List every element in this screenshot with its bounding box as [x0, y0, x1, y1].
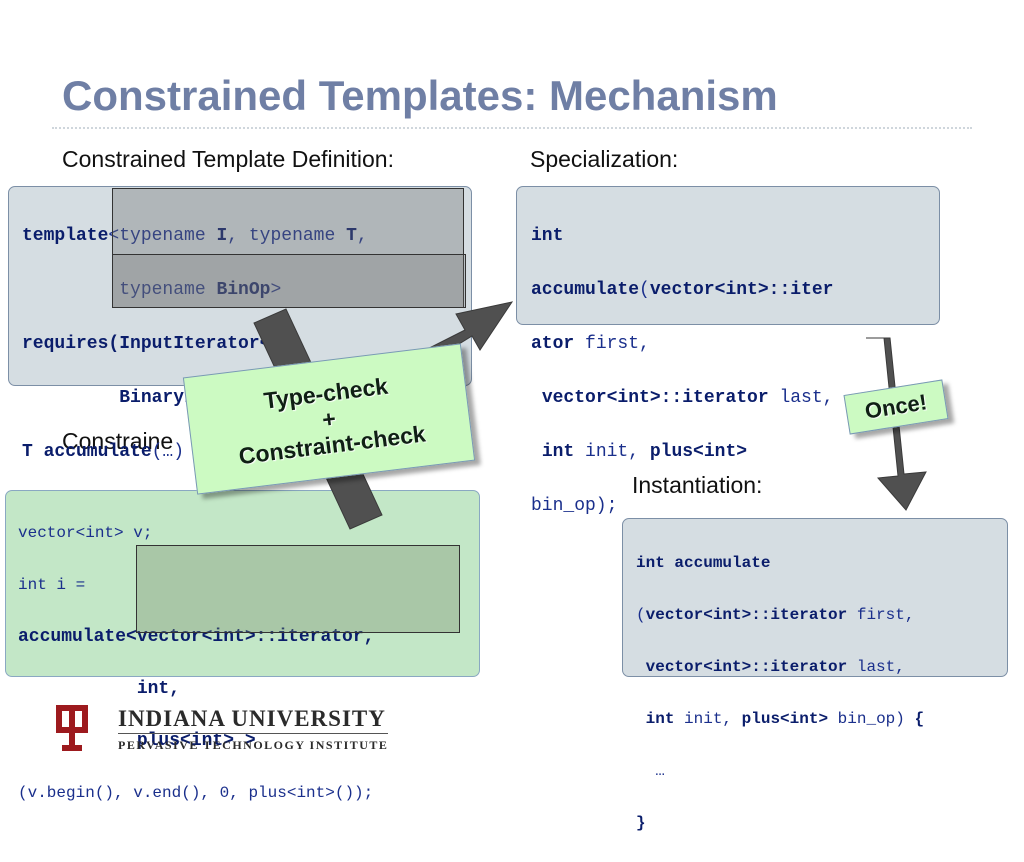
definition-label: Constrained Template Definition: — [62, 146, 394, 172]
logo-divider — [118, 733, 388, 734]
use-code-box — [5, 490, 480, 677]
definition-code: template<typename I, typename T, typenam… — [22, 196, 368, 601]
instantiation-code: int accumulate (vector<int>::iterator fi… — [636, 524, 924, 862]
university-name: INDIANA UNIVERSITY — [118, 706, 386, 731]
code-line: } — [636, 814, 646, 832]
flow-arrows — [253, 301, 927, 530]
code-line: (v.begin(), v.end(), 0, plus<int>()); — [18, 784, 374, 802]
use-label: Constraine — [62, 428, 174, 454]
code-line: plus<int> > — [18, 731, 256, 751]
code-line: int accumulate — [636, 554, 771, 572]
instantiation-code-box — [622, 518, 1008, 677]
code-line: requires(InputIterator<I>, — [22, 334, 303, 354]
callout-text: Once! — [863, 389, 929, 424]
instantiation-label: Instantiation: — [632, 472, 763, 498]
template-params-highlight — [112, 188, 464, 308]
title-divider — [52, 127, 972, 129]
code-line: template<typename I, typename T, — [22, 226, 368, 246]
trident-logo-icon — [56, 705, 88, 751]
slide-title: Constrained Templates: Mechanism — [62, 72, 778, 119]
specialization-code: int accumulate(vector<int>::iter ator fi… — [531, 196, 833, 547]
code-line: vector<int>::iterator last, — [541, 388, 834, 408]
code-line: (vector<int>::iterator first, — [636, 606, 915, 624]
code-line: int — [531, 226, 564, 246]
code-line: int i = — [18, 576, 86, 594]
code-line: bin_op); — [531, 496, 618, 516]
code-line: typename BinOp> — [22, 280, 282, 300]
explicit-template-args-highlight — [136, 545, 460, 633]
code-line: ator first, — [531, 334, 650, 354]
institute-name: PERVASIVE TECHNOLOGY INSTITUTE — [118, 738, 389, 752]
code-line: accumulate(vector<int>::iter — [531, 280, 834, 300]
code-line: int init, plus<int> bin_op) { — [645, 710, 925, 728]
code-line: int, — [18, 679, 181, 699]
code-line: int init, plus<int> — [541, 442, 748, 462]
specialization-label: Specialization: — [530, 146, 679, 172]
code-line: vector<int> v; — [18, 524, 153, 542]
university-wordmark: INDIANA UNIVERSITY PERVASIVE TECHNOLOGY … — [118, 706, 388, 753]
requires-clause-highlight — [112, 254, 466, 308]
code-line: vector<int>::iterator last, — [645, 658, 905, 676]
specialization-code-box — [516, 186, 940, 325]
